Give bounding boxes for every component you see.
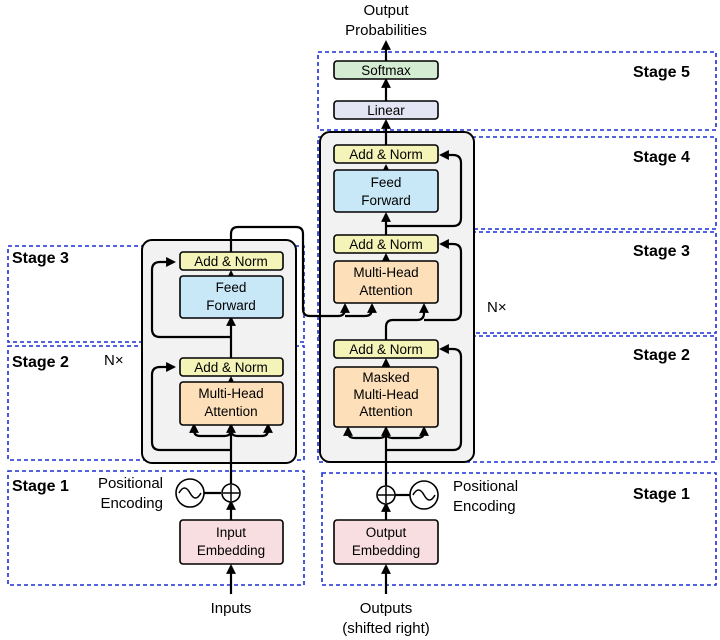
decoder-stage1-box bbox=[321, 472, 717, 586]
decoder-stage5-box bbox=[317, 51, 717, 131]
decoder-stage4-box bbox=[317, 136, 717, 230]
output-embedding-label-1: Output bbox=[366, 525, 407, 540]
encoder-add-norm-2-block bbox=[179, 251, 284, 271]
encoder-feed-forward-label-2: Forward bbox=[206, 298, 256, 313]
outputs-label-1: Outputs bbox=[360, 600, 413, 617]
decoder-masked-mha-label-2: Multi-Head bbox=[353, 387, 418, 402]
encoder-add-norm-1-block bbox=[179, 357, 284, 377]
encoder-stage3-label: Stage 3 bbox=[12, 250, 69, 267]
input-embedding-label-2: Embedding bbox=[197, 543, 265, 558]
encoder-add-norm-2-label: Add & Norm bbox=[194, 254, 268, 269]
encoder-mha-label-2: Attention bbox=[204, 404, 257, 419]
output-embedding-label-2: Embedding bbox=[352, 543, 420, 558]
encoder-to-decoder-arrow bbox=[229, 225, 350, 318]
decoder-stage5-label: Stage 5 bbox=[633, 64, 690, 81]
output-probabilities-label-1: Output bbox=[363, 2, 409, 19]
input-embedding-label-1: Input bbox=[216, 525, 246, 540]
decoder-add-norm-3-block bbox=[333, 144, 439, 164]
decoder-feed-forward-label-1: Feed bbox=[371, 175, 402, 190]
decoder-feed-forward-label-2: Forward bbox=[361, 193, 411, 208]
encoder-arrows bbox=[150, 257, 273, 594]
encoder-to-decoder-arrow-2 bbox=[345, 303, 377, 318]
linear-block bbox=[333, 100, 439, 120]
linear-label: Linear bbox=[367, 103, 405, 118]
softmax-label: Softmax bbox=[361, 63, 411, 78]
decoder-mha-block bbox=[333, 260, 439, 304]
encoder-stage1-label: Stage 1 bbox=[12, 478, 69, 495]
decoder-add-norm-2-block bbox=[333, 234, 439, 254]
decoder-masked-mha-label-1: Masked bbox=[362, 370, 409, 385]
decoder-add-norm-2-label: Add & Norm bbox=[349, 237, 423, 252]
decoder-add-norm-1-label: Add & Norm bbox=[349, 342, 423, 357]
decoder-stage3-box bbox=[317, 231, 717, 334]
decoder-feed-forward-block bbox=[333, 169, 439, 213]
encoder-mha-label-1: Multi-Head bbox=[198, 386, 263, 401]
decoder-mha-label-2: Attention bbox=[359, 283, 412, 298]
decoder-positional-encoding-label-1: Positional bbox=[453, 478, 518, 495]
outputs-label-2: (shifted right) bbox=[342, 620, 430, 637]
decoder-nx-label: N× bbox=[487, 299, 507, 316]
decoder-stage2-box bbox=[317, 335, 717, 463]
decoder-arrows bbox=[343, 40, 463, 594]
encoder-positional-encoding-label-1: Positional bbox=[98, 475, 163, 492]
encoder-nx-label: N× bbox=[104, 352, 124, 369]
decoder-stage4-label: Stage 4 bbox=[633, 149, 690, 166]
output-probabilities-label-2: Probabilities bbox=[345, 22, 427, 39]
encoder-feed-forward-label-1: Feed bbox=[216, 280, 247, 295]
encoder-add-norm-1-label: Add & Norm bbox=[194, 360, 268, 375]
encoder-feed-forward-block bbox=[179, 275, 284, 319]
decoder-masked-mha-label-3: Attention bbox=[359, 404, 412, 419]
encoder-stage2-label: Stage 2 bbox=[12, 354, 69, 371]
decoder-stage1-label: Stage 1 bbox=[633, 486, 690, 503]
decoder-stage3-label: Stage 3 bbox=[633, 243, 690, 260]
encoder-layer-box bbox=[141, 239, 297, 464]
decoder-mha-label-1: Multi-Head bbox=[353, 265, 418, 280]
softmax-block bbox=[333, 60, 439, 80]
inputs-label: Inputs bbox=[211, 600, 252, 617]
decoder-masked-mha-block bbox=[333, 366, 439, 428]
decoder-add-norm-3-label: Add & Norm bbox=[349, 147, 423, 162]
encoder-stage1-box bbox=[7, 470, 305, 586]
input-embedding-block bbox=[179, 519, 284, 565]
encoder-mha-block bbox=[179, 381, 284, 426]
decoder-add-norm-1-block bbox=[333, 339, 439, 359]
decoder-stage2-label: Stage 2 bbox=[633, 347, 690, 364]
decoder-positional-encoding-label-2: Encoding bbox=[453, 498, 516, 515]
output-embedding-block bbox=[333, 519, 439, 565]
encoder-positional-encoding-label-2: Encoding bbox=[100, 495, 163, 512]
